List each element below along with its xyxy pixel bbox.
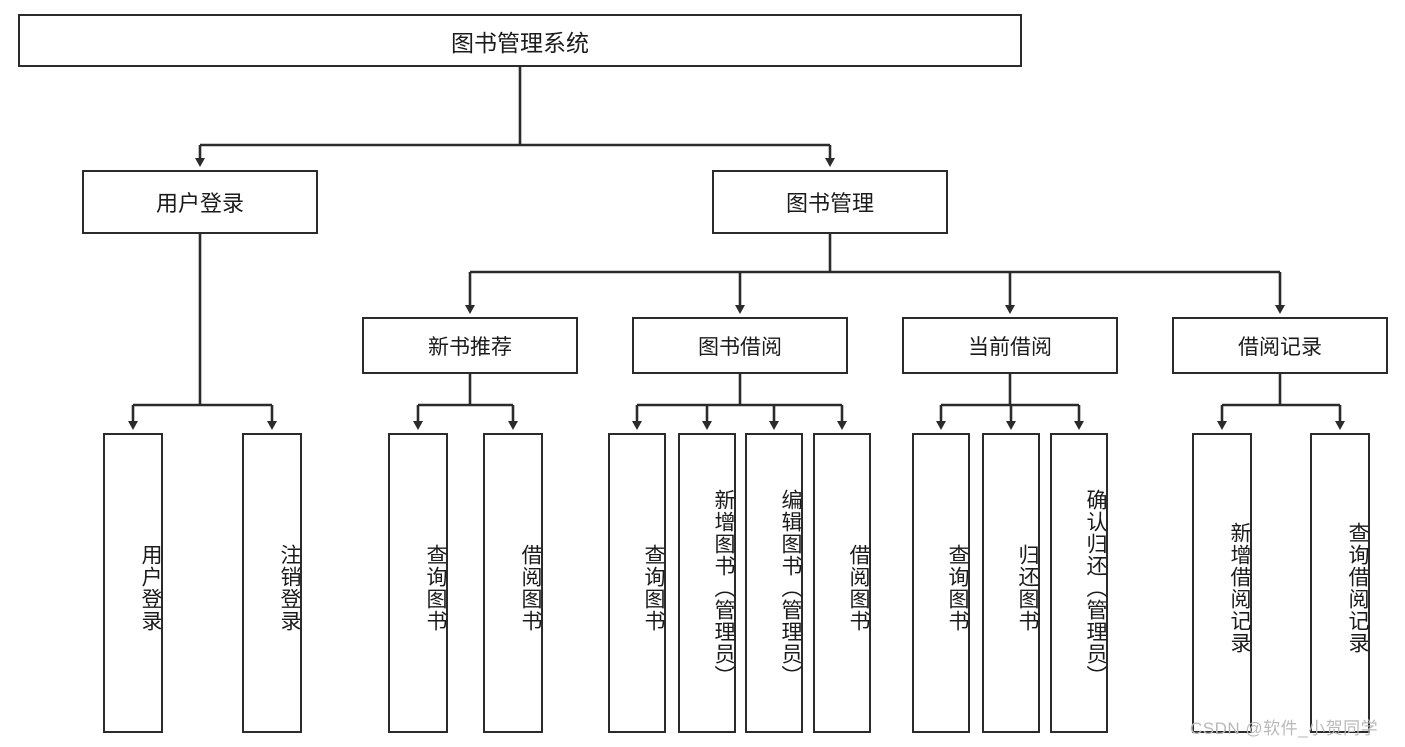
- node-leaf-edit-book[interactable]: 编辑图书（管理员）: [745, 433, 803, 733]
- node-label: 用户登录: [139, 544, 162, 632]
- node-leaf-logout-login[interactable]: 注销登录: [242, 433, 302, 733]
- node-new-book-recommend[interactable]: 新书推荐: [362, 317, 578, 374]
- node-leaf-return-book[interactable]: 归还图书: [982, 433, 1040, 733]
- node-label: 借阅图书: [847, 544, 870, 632]
- node-label: 查询图书: [946, 544, 969, 632]
- node-borrow-record[interactable]: 借阅记录: [1172, 317, 1388, 374]
- node-label: 新增借阅记录: [1228, 522, 1251, 654]
- node-label: 用户登录: [155, 191, 244, 216]
- node-leaf-query-book-2[interactable]: 查询图书: [608, 433, 666, 733]
- node-label: 确认归还（管理员）: [1084, 489, 1107, 687]
- node-label: 图书管理系统: [451, 29, 589, 56]
- node-leaf-add-book[interactable]: 新增图书（管理员）: [678, 433, 736, 733]
- csdn-watermark: CSDN @软件_小贺同学: [1190, 719, 1379, 738]
- node-label: 借阅记录: [1238, 335, 1322, 359]
- node-label: 新书推荐: [428, 335, 512, 359]
- node-label: 图书借阅: [698, 335, 782, 359]
- node-leaf-borrow-book-1[interactable]: 借阅图书: [483, 433, 543, 733]
- node-leaf-add-borrow-rec[interactable]: 新增借阅记录: [1192, 433, 1252, 733]
- node-leaf-user-login[interactable]: 用户登录: [103, 433, 163, 733]
- node-leaf-borrow-book-2[interactable]: 借阅图书: [813, 433, 871, 733]
- node-label: 图书管理: [785, 191, 874, 216]
- node-book-management[interactable]: 图书管理: [712, 170, 948, 234]
- node-user-login[interactable]: 用户登录: [82, 170, 318, 234]
- node-current-borrow[interactable]: 当前借阅: [902, 317, 1118, 374]
- node-leaf-query-book-1[interactable]: 查询图书: [388, 433, 448, 733]
- node-label: 借阅图书: [519, 544, 542, 632]
- node-label: 查询图书: [642, 544, 665, 632]
- node-label: 查询图书: [424, 544, 447, 632]
- node-leaf-query-book-3[interactable]: 查询图书: [912, 433, 970, 733]
- node-leaf-confirm-return[interactable]: 确认归还（管理员）: [1050, 433, 1108, 733]
- node-label: 归还图书: [1016, 544, 1039, 632]
- node-label: 编辑图书（管理员）: [779, 489, 802, 687]
- node-label: 注销登录: [278, 544, 301, 632]
- node-label: 当前借阅: [968, 335, 1052, 359]
- node-label: 查询借阅记录: [1346, 522, 1369, 654]
- node-label: 新增图书（管理员）: [712, 489, 735, 687]
- node-root[interactable]: 图书管理系统: [18, 14, 1022, 67]
- node-leaf-query-borrow-rec[interactable]: 查询借阅记录: [1310, 433, 1370, 733]
- node-book-borrow[interactable]: 图书借阅: [632, 317, 848, 374]
